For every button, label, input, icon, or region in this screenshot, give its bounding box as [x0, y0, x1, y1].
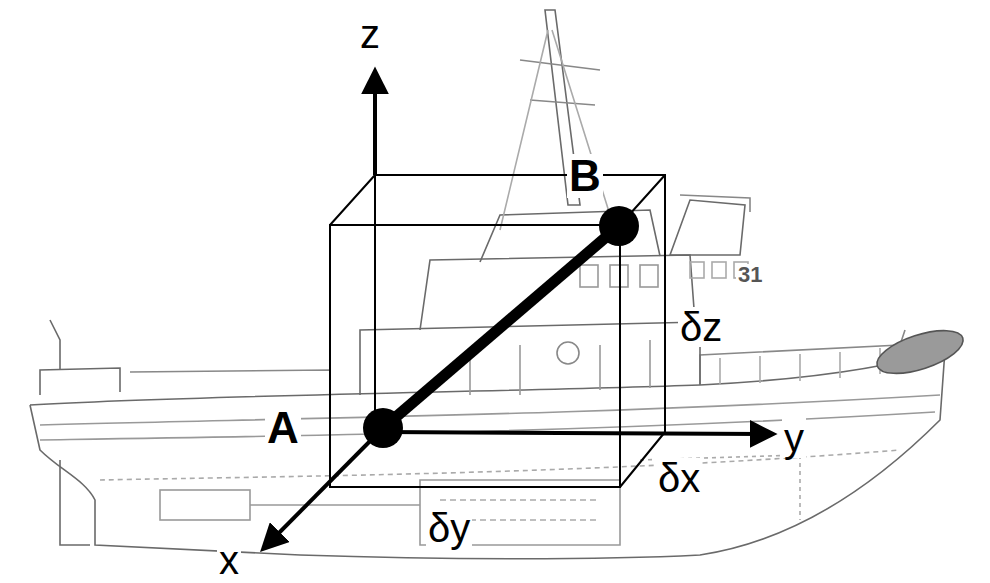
- axis-label: δx: [656, 458, 702, 498]
- point-label: B: [567, 154, 603, 198]
- axis-label: z: [358, 14, 382, 54]
- point-label: A: [265, 406, 301, 450]
- point-dot: A: [363, 408, 403, 448]
- axis-label: x: [217, 540, 241, 580]
- rod-line: [392, 234, 610, 420]
- dot-fill: [363, 408, 403, 448]
- dot-fill: [599, 206, 639, 246]
- axis-label: δy: [426, 508, 472, 548]
- axis-label: δz: [678, 307, 724, 347]
- axis-label: 31: [736, 264, 764, 286]
- axis-label: y: [782, 418, 806, 458]
- point-dot: B: [599, 206, 639, 246]
